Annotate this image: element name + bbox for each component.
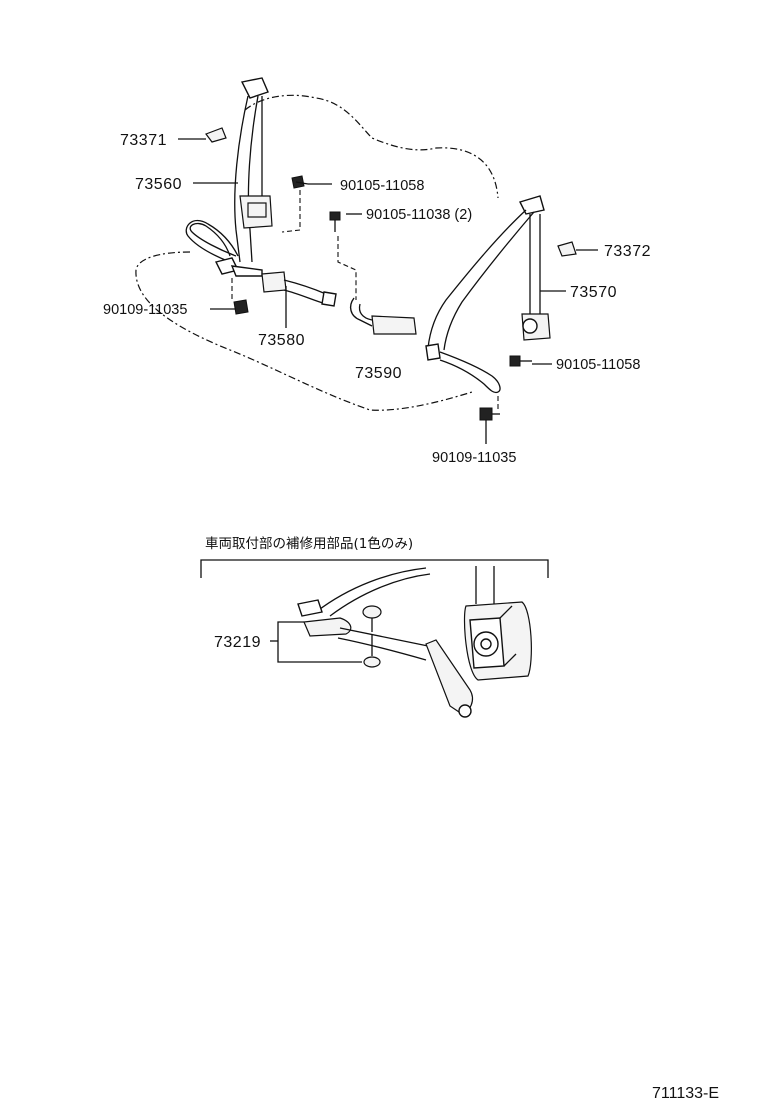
repair-parts-note: 車両取付部の補修用部品(1色のみ) <box>205 535 413 552</box>
bolt-90105-11058-left <box>291 175 309 189</box>
right-retractor-belt <box>425 195 551 394</box>
label-73570: 73570 <box>570 284 617 301</box>
bracket-73219 <box>277 621 362 663</box>
bolt-90105-11058-right <box>509 355 532 367</box>
figure-code: 711133-E <box>652 1085 719 1102</box>
label-73560: 73560 <box>135 176 182 193</box>
label-90109-11035-right: 90109-11035 <box>432 450 516 466</box>
buckle-73580 <box>261 271 337 307</box>
repair-detail-drawing <box>297 566 532 718</box>
label-73219: 73219 <box>214 634 261 651</box>
bolt-90109-11035-right <box>479 407 500 421</box>
label-73371: 73371 <box>120 132 167 149</box>
buckle-73590 <box>349 297 417 335</box>
label-73590: 73590 <box>355 365 402 382</box>
label-73372: 73372 <box>604 243 651 260</box>
belt-guide-clip-73372 <box>557 241 577 257</box>
leader-lines <box>178 138 598 444</box>
label-90105-11058-right: 90105-11058 <box>556 357 640 373</box>
label-90109-11035-left: 90109-11035 <box>103 302 187 318</box>
rear-seat-outline <box>135 94 499 411</box>
bolt-90109-11035-left <box>233 299 249 315</box>
center-mount-guide <box>337 236 357 300</box>
label-90105-11038: 90105-11038 (2) <box>366 207 472 223</box>
left-retractor-belt <box>185 77 273 277</box>
label-73580: 73580 <box>258 332 305 349</box>
bolt-90105-11038 <box>329 211 341 232</box>
left-mount-guide <box>281 190 301 233</box>
belt-guide-clip-73371 <box>205 127 227 143</box>
repair-bracket <box>200 559 549 578</box>
label-90105-11058-left: 90105-11058 <box>340 178 424 194</box>
